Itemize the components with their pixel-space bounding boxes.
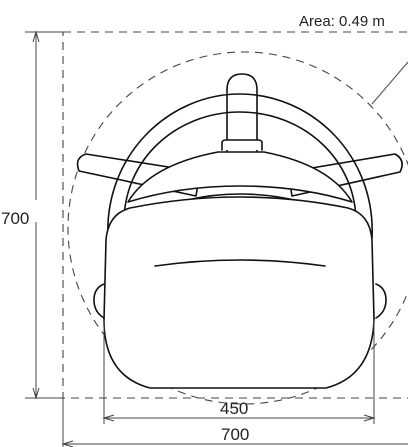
area-leader-line [371, 61, 408, 105]
chair-base-leg-top [226, 73, 258, 161]
chair-hub [221, 139, 263, 151]
chair-armrest-ring-inner [123, 111, 357, 223]
chair-seat-crease [154, 259, 326, 267]
office-chair-top-view [76, 73, 403, 389]
footprint-boundary-square [62, 31, 408, 399]
seat-width-dimension-label: 450 [220, 399, 248, 418]
seat-width-dimension: 450 [102, 320, 376, 424]
height-dimension-label: 700 [1, 209, 29, 228]
chair-seat [103, 196, 375, 389]
chair-side-pad-right [375, 283, 387, 319]
height-dimension: 700 [1, 30, 63, 400]
chair-armrest-ring [107, 93, 373, 239]
area-label: Area: 0.49 m [299, 13, 385, 30]
overall-width-dimension-label: 700 [221, 425, 249, 444]
swivel-clearance-circle [67, 51, 408, 405]
chair-backrest [127, 151, 353, 203]
overall-width-dimension: 700 [61, 398, 408, 447]
chair-side-pad-left [93, 283, 105, 319]
